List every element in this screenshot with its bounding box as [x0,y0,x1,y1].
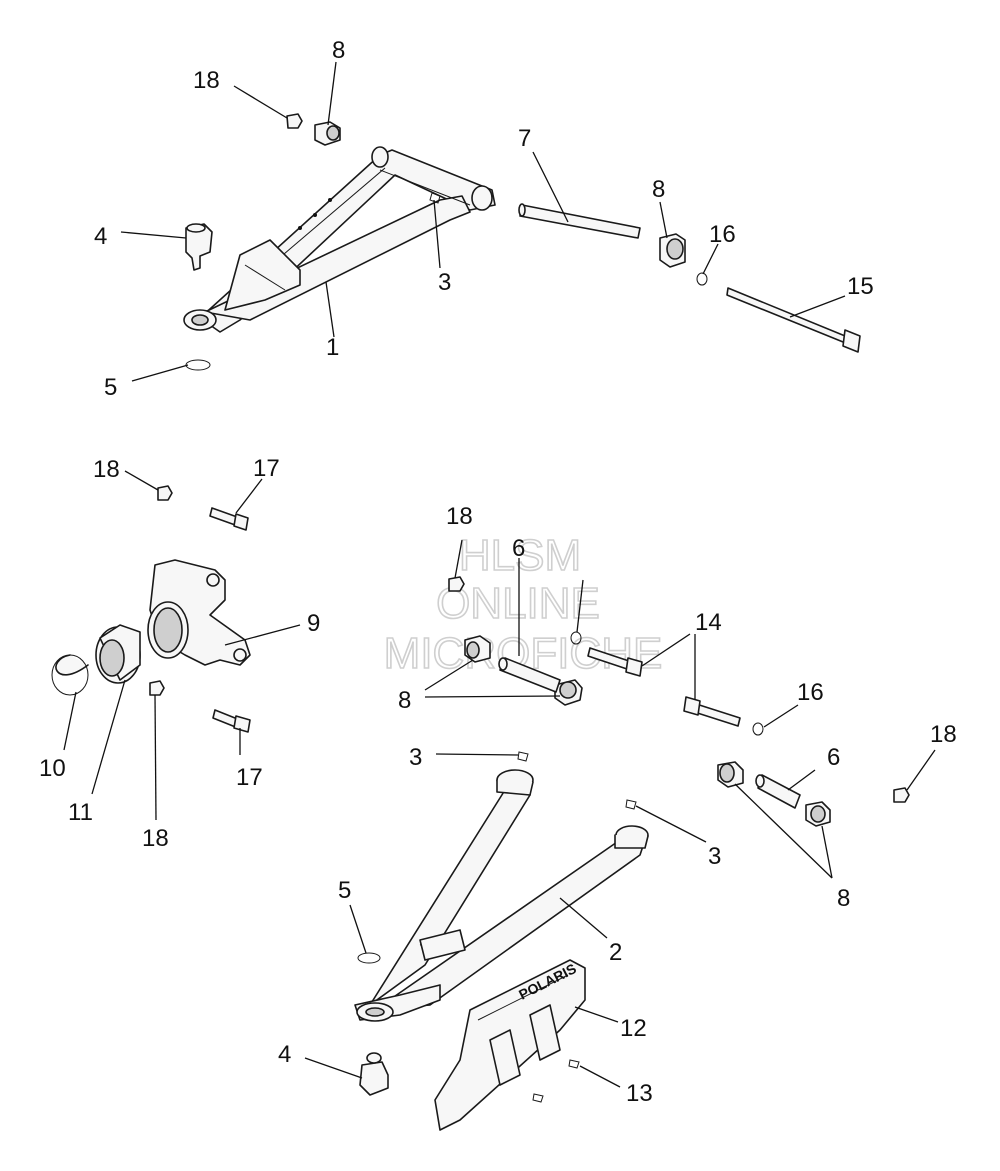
bolts [209,507,741,733]
callout-3: 3 [409,744,422,771]
callout-18: 18 [93,456,120,483]
callout-10: 10 [39,755,66,782]
callout-15: 15 [847,273,874,300]
callout-4: 4 [278,1041,291,1068]
watermark-line-1: HLSM [459,531,581,580]
callout-5: 5 [104,374,117,401]
callout-9: 9 [307,610,320,637]
callout-6: 6 [512,535,525,562]
callout-18: 18 [446,503,473,530]
callout-14: 14 [695,609,722,636]
callout-12: 12 [620,1015,647,1042]
callout-11: 11 [68,799,93,826]
small-hardware [149,113,910,1103]
leader-lines [63,61,936,1088]
callout-18: 18 [193,67,220,94]
callout-16: 16 [709,221,736,248]
callout-labels: 1 2 3 3 3 4 4 5 5 6 6 7 8 8 8 8 9 10 11 … [39,37,957,1107]
callout-5: 5 [338,877,351,904]
callout-6: 6 [827,744,840,771]
wheel-bearing [95,624,141,684]
callout-8: 8 [332,37,345,64]
callout-16: 16 [797,679,824,706]
callout-3: 3 [708,843,721,870]
upper-a-arm [183,146,496,333]
pivot-shaft [518,203,641,239]
callout-17: 17 [253,455,280,482]
callout-3: 3 [438,269,451,296]
callout-2: 2 [609,939,622,966]
bushings [314,121,831,827]
callout-7: 7 [518,125,531,152]
sleeves [498,657,801,809]
callout-17: 17 [236,764,263,791]
callout-8: 8 [652,176,665,203]
callout-1: 1 [326,334,339,361]
long-bolt [726,287,861,353]
ball-joints [185,223,389,1096]
steering-knuckle [147,559,251,666]
callout-8: 8 [398,687,411,714]
lower-a-arm [354,769,649,1022]
callout-18: 18 [930,721,957,748]
callout-13: 13 [626,1080,653,1107]
callout-4: 4 [94,223,107,250]
callout-18: 18 [142,825,169,852]
snap-ring [51,654,89,696]
callout-8: 8 [837,885,850,912]
